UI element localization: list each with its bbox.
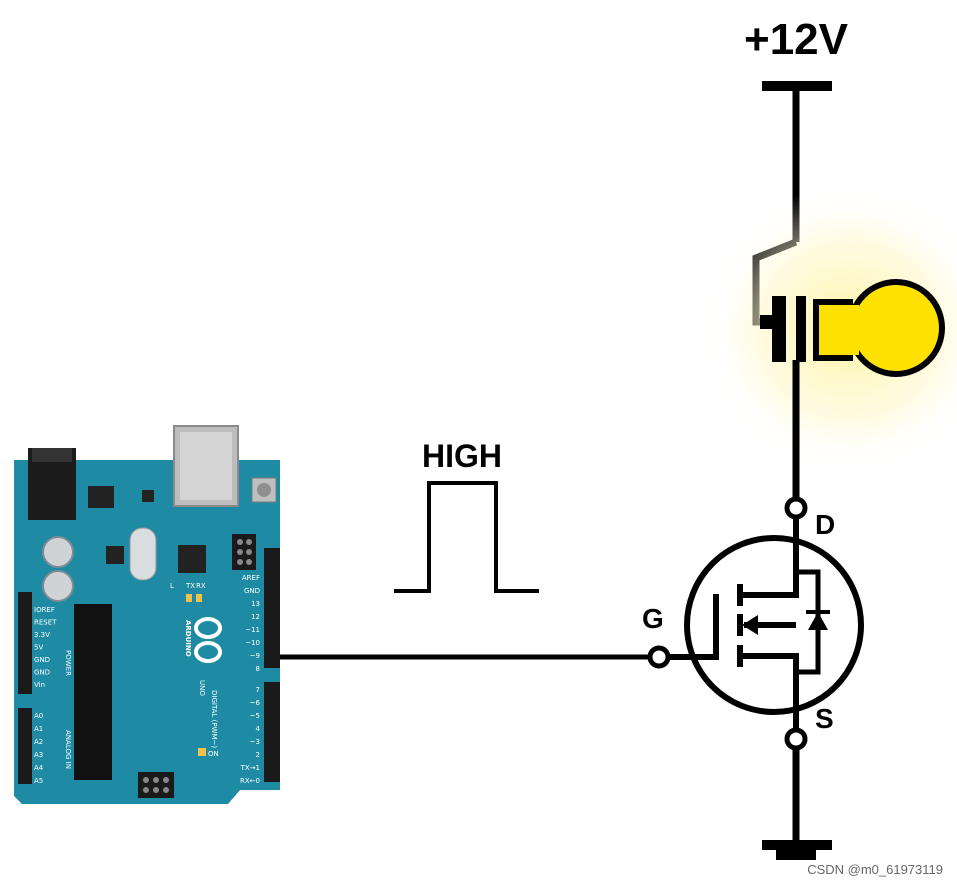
capacitor-2 [42,570,74,602]
analog-pin-label-2: A2 [34,738,43,746]
drain-internal [740,517,799,598]
board-model: UNO [198,680,206,696]
led-label-2: RX [196,582,206,590]
board-brand: ARDUINO [184,620,192,657]
lamp-socket-left [772,296,786,362]
digital-pin-label-top-1: GND [244,587,260,595]
lamp-socket-right [796,296,806,362]
led-label-3: ON [208,750,219,758]
mosfet-body [684,535,864,715]
source-label: S [815,703,834,734]
digital-pin-labels-top: AREF GND 13 12 ~11 ~10 ~9 8 [242,574,260,673]
digital-pin-label-top-0: AREF [242,574,260,582]
digital-pin-labels-bottom: 7 ~6 ~5 4 ~3 2TX→1RX←0 [240,686,261,785]
atmega-chip [74,604,112,780]
source-internal [740,653,799,730]
digital-pin-label-bottom-2: ~5 [250,712,260,720]
led-on [198,748,206,756]
digital-pin-label-top-6: ~9 [250,652,260,660]
drain-terminal [784,496,808,520]
icsp-header-bottom [138,772,174,798]
icsp-header-top [232,534,256,570]
diode-triangle [808,612,828,630]
power-pin-label-3: 5V [34,644,43,652]
regulator [88,486,114,508]
digital-pin-label-top-2: 13 [251,600,260,608]
digital-header-top [264,548,280,668]
ground-stub [776,850,816,860]
power-pin-label-0: IOREF [34,606,55,614]
power-header [18,592,32,694]
small-chip [106,546,124,564]
lamp-neck-cover [819,305,859,355]
digital-pin-label-bottom-4: ~3 [250,738,260,746]
usb-chip [178,545,206,573]
arduino-board: ARDUINO UNO POWER ANALOG IN DIGITAL (PWM… [14,425,280,804]
usb-over-inner [180,432,232,500]
power-pin-label-1: RESET [34,619,57,627]
drain-label: D [815,509,835,540]
source-terminal [784,727,808,751]
power-pin-labels: IOREF RESET 3.3V 5V GND GND Vin [34,606,57,689]
led-label-0: L [170,582,174,590]
watermark: CSDN @m0_61973119 [807,862,943,877]
digital-pin-label-top-4: ~11 [245,626,260,634]
digital-header-label: DIGITAL (PWM~) [210,690,218,748]
analog-pin-label-4: A4 [34,764,44,772]
power-pin-label-6: Vin [34,681,45,689]
digital-pin-label-bottom-6: TX→1 [240,764,260,772]
small-chip-2 [142,490,154,502]
lamp-bulb [847,279,945,377]
digital-pin-label-bottom-7: RX←0 [240,777,260,785]
power-header-label: POWER [64,650,72,676]
lamp [760,279,945,377]
led-label-1: TX [185,582,195,590]
analog-pin-label-1: A1 [34,725,43,733]
led-tx [186,594,192,602]
jack-top [32,448,72,462]
analog-header [18,708,32,784]
pulse-label: HIGH [422,438,502,474]
power-pin-label-4: GND [34,656,50,664]
gate-label: G [642,603,664,634]
analog-pin-label-3: A3 [34,751,43,759]
gate-terminal [647,645,671,669]
digital-pin-label-top-5: ~10 [245,639,260,647]
digital-pin-label-bottom-5: 2 [256,751,260,759]
body-arrow [742,615,758,635]
digital-pin-label-bottom-3: 4 [256,725,261,733]
power-pin-label-2: 3.3V [34,631,50,639]
supply-voltage-label: +12V [744,15,849,64]
digital-pin-label-top-3: 12 [251,613,260,621]
digital-pin-label-bottom-0: 7 [256,686,260,694]
crystal [129,527,157,581]
reset-button-cap [257,483,271,497]
mosfet-symbol [668,517,864,730]
digital-pin-label-top-7: 8 [256,665,260,673]
analog-pin-label-5: A5 [34,777,43,785]
power-pin-label-5: GND [34,669,50,677]
pulse-waveform [394,481,539,593]
digital-pin-label-bottom-1: ~6 [250,699,261,707]
digital-header-bottom [264,682,280,782]
led-rx [196,594,202,602]
analog-pin-label-0: A0 [34,712,43,720]
capacitor-1 [42,536,74,568]
analog-header-label: ANALOG IN [64,730,72,769]
arduino-logo [194,617,222,663]
